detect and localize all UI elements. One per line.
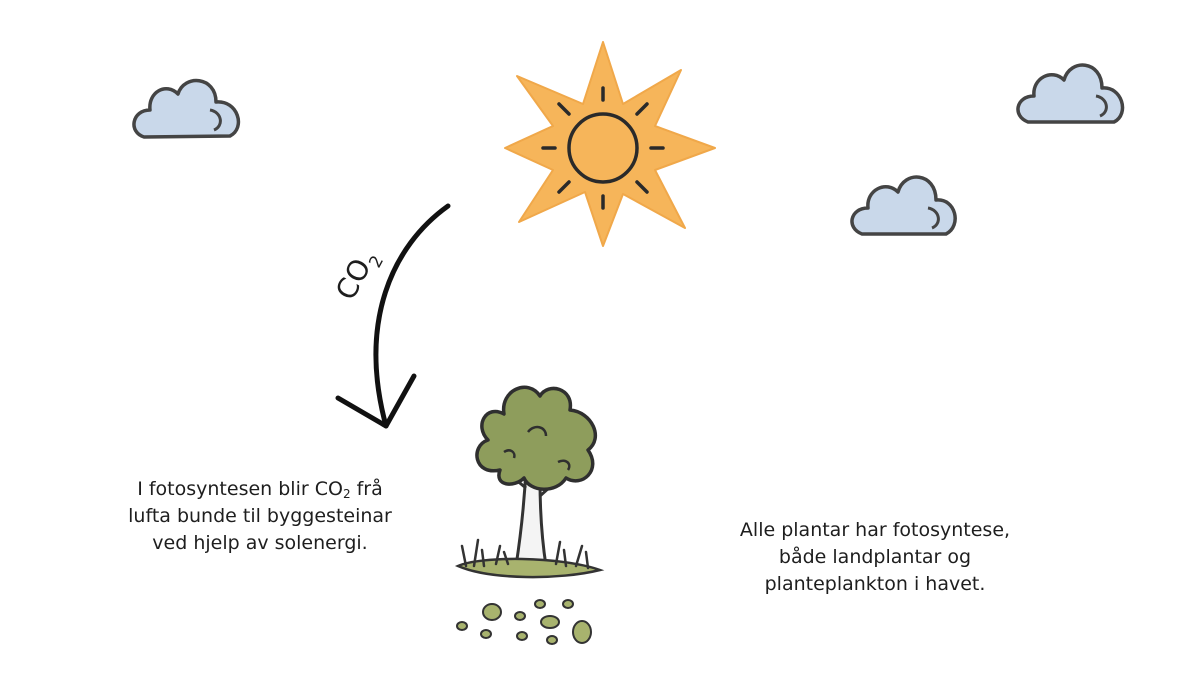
caption-photosynthesis-co2: I fotosyntesen blir CO2 frå lufta bunde … [70, 476, 450, 557]
caption-right-line-1: Alle plantar har fotosyntese, [739, 519, 1011, 541]
pebbles-icon [456, 599, 592, 645]
cloud-icon-left [132, 78, 241, 139]
sun-icon [504, 41, 716, 247]
caption-left-line-1: I fotosyntesen blir CO2 frå [137, 478, 383, 501]
cloud-icon-top-right [1016, 63, 1125, 124]
tree-icon [475, 385, 598, 568]
caption-right-line-3: planteplankton i havet. [764, 573, 986, 595]
caption-all-plants: Alle plantar har fotosyntese, både landp… [690, 517, 1060, 598]
co2-label: CO2 [329, 244, 388, 309]
co2-arrow-icon [335, 203, 451, 429]
caption-left-line-2: lufta bunde til byggesteinar [128, 505, 392, 527]
caption-left-line-3: ved hjelp av solenergi. [152, 532, 368, 554]
cloud-icon-mid-right [850, 175, 957, 236]
grass-icon [454, 538, 605, 579]
caption-right-line-2: både landplantar og [778, 546, 972, 568]
